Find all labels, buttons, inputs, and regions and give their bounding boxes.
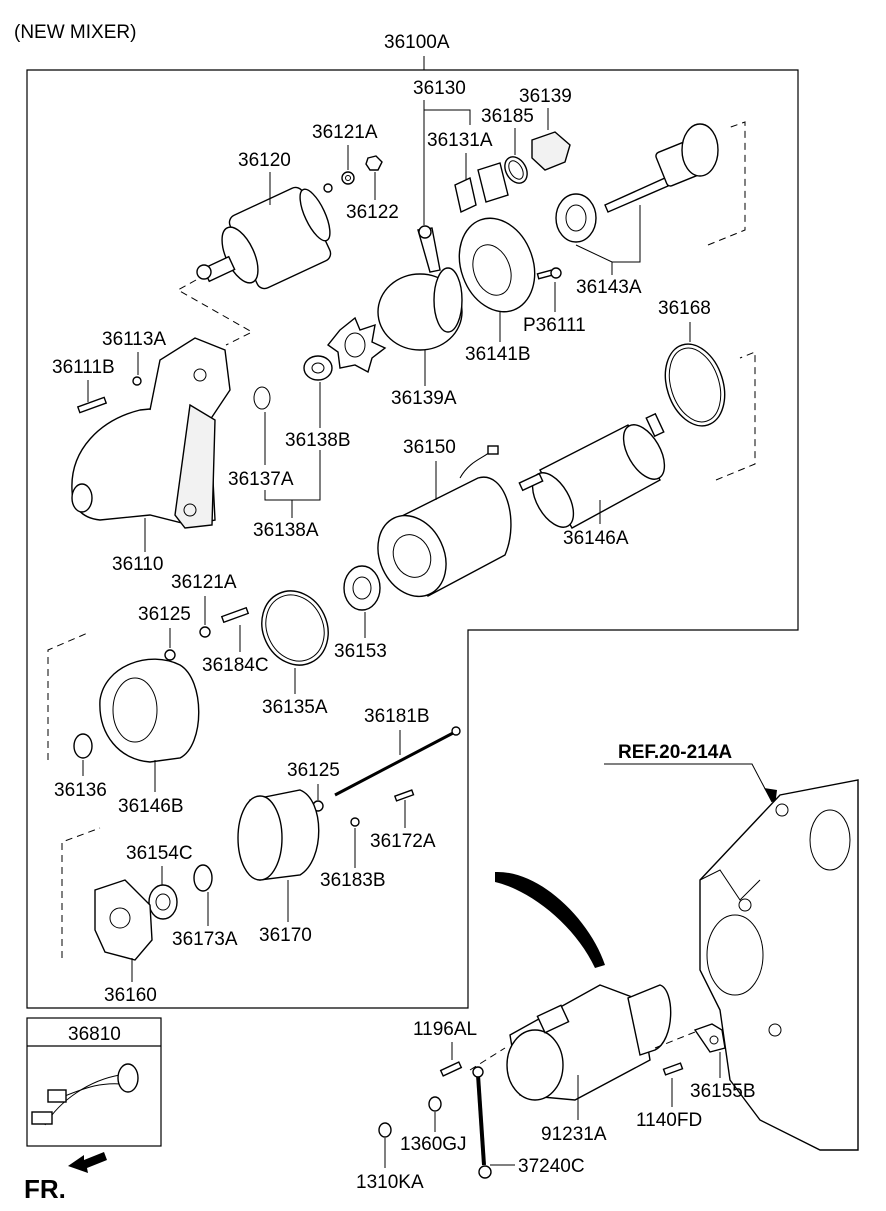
bolt-36111B — [76, 396, 108, 414]
label-36143A: 36143A — [576, 277, 642, 298]
engine-block-ref — [699, 779, 859, 1151]
label-36125-low: 36125 — [287, 760, 340, 781]
nut-36121A-mid — [199, 626, 211, 638]
nut-36121A-top — [341, 171, 355, 185]
clutch-36139A — [326, 267, 463, 374]
label-36121A-top: 36121A — [312, 122, 378, 143]
shaft-36143A — [555, 123, 719, 243]
brush-holder-36160 — [94, 879, 153, 961]
nut-1360GJ — [428, 1096, 442, 1112]
label-36184C: 36184C — [202, 655, 269, 676]
label-36183B: 36183B — [320, 870, 386, 891]
nut-1310KA — [378, 1122, 392, 1138]
label-36130: 36130 — [413, 78, 466, 99]
label-36136: 36136 — [54, 780, 107, 801]
label-36150: 36150 — [403, 437, 456, 458]
label-36155B: 36155B — [690, 1081, 756, 1102]
label-36173A: 36173A — [172, 929, 238, 950]
label-36138B: 36138B — [285, 430, 351, 451]
label-36139: 36139 — [519, 86, 572, 107]
front-arrow-icon — [68, 1152, 107, 1173]
starter-assembly-91231A — [506, 984, 672, 1101]
label-36139A: 36139A — [391, 388, 457, 409]
label-36154C: 36154C — [126, 843, 193, 864]
washer-36113A — [132, 376, 142, 386]
ring-36185 — [504, 156, 528, 184]
plate-36141B — [458, 217, 536, 313]
label-36181B: 36181B — [364, 706, 430, 727]
o-ring-36135A — [261, 590, 329, 666]
snap-ring-36137A — [253, 386, 271, 410]
label-36110: 36110 — [112, 554, 163, 575]
label-36172A: 36172A — [370, 831, 436, 852]
label-36160: 36160 — [104, 985, 157, 1006]
label-36113A: 36113A — [102, 329, 166, 350]
label-37240C: 37240C — [518, 1156, 585, 1177]
label-91231A: 91231A — [541, 1124, 607, 1145]
bearing-36153 — [343, 565, 381, 611]
label-36121A-mid: 36121A — [171, 572, 237, 593]
armature-36146A — [518, 412, 666, 529]
label-36153: 36153 — [334, 641, 387, 662]
label-36170: 36170 — [259, 925, 312, 946]
washer-36125-mid — [164, 649, 176, 661]
ref-label: REF.20-214A — [618, 742, 732, 763]
diagram-title: (NEW MIXER) — [14, 22, 136, 43]
direction-label: FR. — [24, 1174, 66, 1204]
block-36139 — [531, 131, 571, 171]
cover-36170 — [237, 789, 320, 881]
label-36810: 36810 — [68, 1024, 121, 1045]
label-36125-mid: 36125 — [138, 604, 191, 625]
collar-36138B — [303, 355, 333, 381]
label-1310KA: 1310KA — [356, 1172, 424, 1193]
screw-36172A — [393, 789, 415, 802]
solenoid-part — [196, 183, 333, 290]
end-frame-36146B — [99, 658, 200, 763]
label-36111B: 36111B — [52, 357, 115, 378]
bolt-1196AL — [439, 1061, 463, 1077]
bracket-36155B — [693, 1023, 726, 1053]
label-36131A: 36131A — [427, 130, 493, 151]
ring-36136 — [73, 733, 93, 759]
label-1140FD: 1140FD — [636, 1110, 702, 1131]
label-36137A: 36137A — [228, 469, 294, 490]
label-36138A: 36138A — [253, 520, 319, 541]
o-ring-36168 — [664, 343, 726, 427]
callout-arrow — [495, 871, 605, 968]
cable-37240C — [472, 1066, 492, 1179]
shift-lever-part — [417, 225, 441, 273]
bearing-36154C — [148, 884, 178, 920]
screw-P36111 — [536, 267, 562, 280]
label-36135A: 36135A — [262, 697, 328, 718]
inset-box-36810 — [26, 1017, 162, 1147]
through-bolt-36181B — [334, 726, 461, 797]
label-36122: 36122 — [346, 202, 399, 223]
label-1196AL: 1196AL — [413, 1019, 477, 1040]
label-1360GJ: 1360GJ — [400, 1134, 467, 1155]
assembly-frame — [26, 69, 799, 1009]
bolt-1140FD — [662, 1062, 684, 1076]
label-36146B: 36146B — [118, 796, 184, 817]
label-36120: 36120 — [238, 150, 291, 171]
label-36141B: 36141B — [465, 344, 531, 365]
yoke-36150 — [377, 445, 512, 598]
nut-36122 — [365, 155, 383, 171]
ring-36173A — [193, 864, 213, 892]
bracket-36131A — [454, 162, 509, 214]
label-36185: 36185 — [481, 106, 534, 127]
label-36168: 36168 — [658, 298, 711, 319]
label-P36111: P36111 — [523, 315, 586, 336]
assembly-label: 36100A — [384, 32, 450, 53]
bolt-36184C — [220, 606, 250, 624]
washer-36183B — [350, 817, 360, 827]
label-36146A: 36146A — [563, 528, 629, 549]
drive-housing-part — [71, 337, 231, 529]
